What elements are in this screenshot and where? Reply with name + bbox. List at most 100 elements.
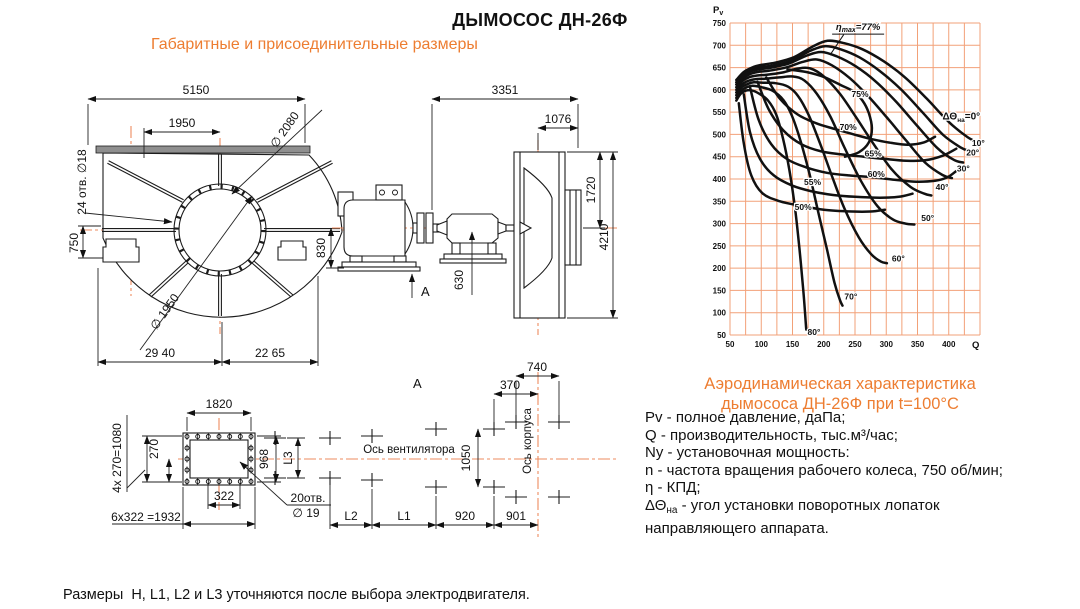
holes-dia: ∅ 19 [292,506,319,520]
holes-count: 20отв. [291,491,326,505]
dim-1050: 1050 [459,444,473,471]
dim-vert-pattern: 4x 270=1080 [110,423,124,493]
legend-item-ny: Ny - установочная мощность: [645,444,850,462]
label-70%: 70% [840,122,857,132]
dim-l3: L3 [281,451,295,465]
label-60°: 60° [892,253,905,263]
fan-axis-label: Ось вентилятора [363,444,455,456]
legend-item-eta: η - КПД; [645,479,701,497]
y-tick-750: 750 [713,19,727,28]
curve-ΔΘна=0° [735,39,982,145]
y-tick-50: 50 [717,331,726,340]
curve-η=75% [786,68,874,158]
x-tick-350: 350 [911,340,925,349]
curve-ΔΘна=20° [735,50,965,164]
dim-row: 270 [147,439,161,459]
label-10°: 10° [972,138,985,148]
chart-legend: Pv - полное давление, даПа; Q - производ… [645,409,1075,537]
y-tick-550: 550 [713,108,727,117]
holes-note: 24 отв. ∅18 [75,149,89,215]
label-80°: 80° [808,327,821,337]
dim-370: 370 [500,378,520,392]
dia-bolt-circle: ∅ 2080 [267,109,302,150]
y-tick-600: 600 [713,86,727,95]
view-a-label: А [413,376,422,391]
dim-total-height: 4210 [597,223,611,250]
dim-total: 6x322 =1932 [111,510,181,524]
dim-740: 740 [527,360,547,374]
drawing-subtitle: Габаритные и присоединительные размеры [151,36,478,53]
dim-foot-height: 750 [67,233,81,253]
footnote: Размеры H, L1, L2 и L3 уточняются после … [63,587,530,603]
y-tick-700: 700 [713,41,727,50]
y-tick-150: 150 [713,286,727,295]
front-view-linework [80,126,354,334]
page-title: ДЫМОСОС ДН-26Ф [452,10,628,30]
label-70°: 70° [844,292,857,302]
dim-inlet-depth: 1076 [545,112,572,126]
curve-ΔΘна=60° [735,81,889,265]
dim-l1: L1 [397,509,411,523]
x-tick-200: 200 [817,340,831,349]
curve-ΔΘна=50° [735,75,916,226]
dim-flange-height: 1720 [584,176,598,203]
dim-total-width: 5150 [183,83,210,97]
label-65%: 65% [865,149,882,159]
y-tick-400: 400 [713,175,727,184]
x-tick-400: 400 [942,340,956,349]
legend-item-pv: Pv - полное давление, даПа; [645,409,846,426]
view-a-linework: А Ось вентилятора Ось корпуса [178,372,618,540]
curve-ΔΘна=30° [735,58,954,180]
y-tick-200: 200 [713,264,727,273]
x-tick-150: 150 [786,340,800,349]
housing-axis-label: Ось корпуса [522,407,534,473]
x-axis-label: Q [972,340,979,351]
x-tick-300: 300 [880,340,894,349]
chart-caption-line2: дымососа ДН-26Ф при t=100°C [721,395,959,413]
curve-η=70% [765,76,937,146]
x-tick-100: 100 [755,340,769,349]
dim-920: 920 [455,509,475,523]
chart-caption: Аэродинамическая характеристика дымососа… [640,374,1040,414]
label-75%: 75% [851,89,868,99]
legend-item-q: Q - производительность, тыс.м³/час; [645,426,898,444]
y-tick-250: 250 [713,242,727,251]
y-tick-100: 100 [713,309,727,318]
legend-item-n: n - частота вращения рабочего колеса, 75… [645,461,1003,479]
view-a-dimensions: 1820 4x 270=1080 270 968 322 6x322 =1932 [110,360,560,529]
annotation-eta-max: ηmax=77% [836,22,881,34]
side-view-label: А [421,284,430,299]
y-axis-label: Pv [713,5,723,17]
curve-ΔΘна=70° [735,84,844,307]
label-30°: 30° [957,163,970,173]
dim-height: 968 [257,449,271,469]
dim-901: 901 [506,509,526,523]
y-tick-350: 350 [713,197,727,206]
y-tick-500: 500 [713,130,727,139]
dim-l2: L2 [344,509,358,523]
side-view-dimensions: 3351 1076 1720 4210 830 630 [314,83,618,319]
legend-item-delta: ΔΘна - угол установки поворотных лопаток [645,496,940,516]
dim-bearing-height: 630 [452,270,466,290]
x-tick-250: 250 [848,340,862,349]
chart-caption-line1: Аэродинамическая характеристика [704,375,976,393]
flange-bolts [184,433,254,485]
y-tick-300: 300 [713,220,727,229]
side-view-linework: А [332,140,618,335]
curve-η=50% [737,101,887,213]
label-60%: 60% [868,169,885,179]
aero-chart: 10°20°30°40°50°60°70°80°50%55%60%65%70%7… [713,5,987,351]
dim-bottom-right: 22 65 [255,346,285,360]
curve-η=55% [742,93,914,199]
label-55%: 55% [804,177,821,187]
curve-ΔΘна=10° [735,44,972,153]
y-tick-450: 450 [713,153,727,162]
label-40°: 40° [936,182,949,192]
label-delta-0: ΔΘна=0° [943,112,981,125]
curve-η=60% [748,85,958,183]
label-50%: 50% [795,202,812,212]
label-50°: 50° [921,213,934,223]
dim-col: 322 [214,489,234,503]
